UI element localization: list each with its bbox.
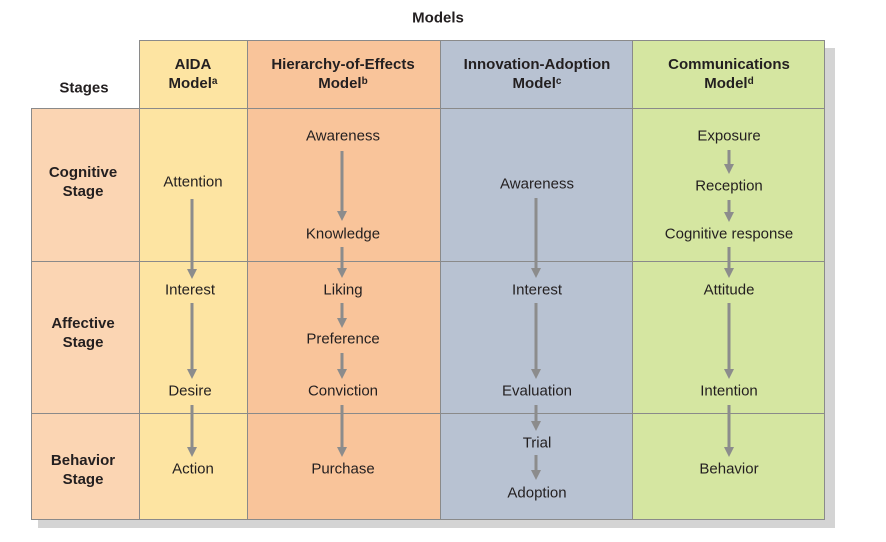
table-outer-border xyxy=(31,108,825,520)
innovation-step-trial: Trial xyxy=(522,434,552,452)
communications-header-line1: Communications xyxy=(668,56,790,73)
stages-column-background xyxy=(31,108,139,520)
communications-step-intention: Intention xyxy=(700,382,758,400)
communications-step-behavior: Behavior xyxy=(699,460,759,478)
hierarchy-step-conviction: Conviction xyxy=(307,382,379,400)
innovation-column-background xyxy=(440,40,632,520)
communications-step-exposure: Exposure xyxy=(697,127,761,145)
innovation-arrow-awareness-interest xyxy=(531,198,541,278)
aida-arrow-desire-action xyxy=(187,405,197,457)
communications-arrow-intention-behavior xyxy=(724,405,734,457)
innovation-header: Innovation-Adoption Modelc xyxy=(464,55,611,93)
hierarchy-step-preference: Preference xyxy=(306,330,380,348)
innovation-step-interest: Interest xyxy=(511,281,563,299)
stage-label-affective: Affective Stage xyxy=(51,315,115,351)
hierarchy-arrow-conviction-purchase xyxy=(337,405,347,457)
diagram-title: Models xyxy=(412,9,464,27)
hierarchy-arrow-preference-conviction xyxy=(337,353,347,379)
communications-step-cognitive-response: Cognitive response xyxy=(664,225,794,243)
hierarchy-arrow-knowledge-liking xyxy=(337,247,347,278)
innovation-step-awareness: Awareness xyxy=(500,175,574,193)
hierarchy-header-line1: Hierarchy-of-Effects xyxy=(271,56,415,73)
innovation-header-line1: Innovation-Adoption xyxy=(463,56,611,73)
aida-step-interest: Interest xyxy=(164,281,216,299)
hierarchy-step-awareness: Awareness xyxy=(306,127,380,145)
aida-step-attention: Attention xyxy=(163,173,223,191)
innovation-step-evaluation: Evaluation xyxy=(501,382,573,400)
stages-header: Stages xyxy=(59,79,109,97)
hierarchy-step-knowledge: Knowledge xyxy=(305,225,381,243)
communications-arrow-cognitive-attitude xyxy=(724,247,734,278)
aida-header-line1: AIDA xyxy=(174,56,212,73)
aida-arrow-interest-desire xyxy=(187,303,197,379)
aida-step-action: Action xyxy=(172,460,214,478)
hierarchy-header: Hierarchy-of-Effects Modelb xyxy=(271,55,414,93)
hierarchy-step-liking: Liking xyxy=(323,281,363,299)
innovation-arrow-interest-evaluation xyxy=(531,303,541,379)
innovation-step-adoption: Adoption xyxy=(507,484,567,502)
hierarchy-step-purchase: Purchase xyxy=(311,460,375,478)
communications-arrow-reception-cognitive xyxy=(724,200,734,222)
stage-label-cognitive: Cognitive Stage xyxy=(48,164,118,200)
innovation-footnote-marker: c xyxy=(555,76,562,87)
hierarchy-arrow-liking-preference xyxy=(337,303,347,328)
header-outer-border xyxy=(139,40,825,520)
hierarchy-header-line2: Model xyxy=(318,75,362,92)
innovation-arrow-evaluation-trial xyxy=(531,405,541,431)
table-shadow-right xyxy=(825,48,835,528)
communications-step-attitude: Attitude xyxy=(703,281,755,299)
communications-arrow-exposure-reception xyxy=(724,150,734,174)
communications-header: Communications Modeld xyxy=(668,55,790,93)
innovation-header-line2: Model xyxy=(512,75,556,92)
aida-arrow-attention-interest xyxy=(187,199,197,279)
hierarchy-footnote-marker: b xyxy=(361,76,368,87)
communications-arrow-attitude-intention xyxy=(724,303,734,379)
aida-header-line2: Model xyxy=(168,75,212,92)
hierarchy-arrow-awareness-knowledge xyxy=(337,151,347,221)
communications-footnote-marker: d xyxy=(747,76,754,87)
stage-label-behavior: Behavior Stage xyxy=(50,452,116,488)
innovation-arrow-trial-adoption xyxy=(531,455,541,480)
communications-header-line2: Model xyxy=(704,75,748,92)
aida-footnote-marker: a xyxy=(211,76,218,87)
communications-step-reception: Reception xyxy=(695,177,763,195)
table-shadow-bottom xyxy=(38,520,835,528)
aida-step-desire: Desire xyxy=(168,382,212,400)
aida-header: AIDA Modela xyxy=(169,55,218,93)
